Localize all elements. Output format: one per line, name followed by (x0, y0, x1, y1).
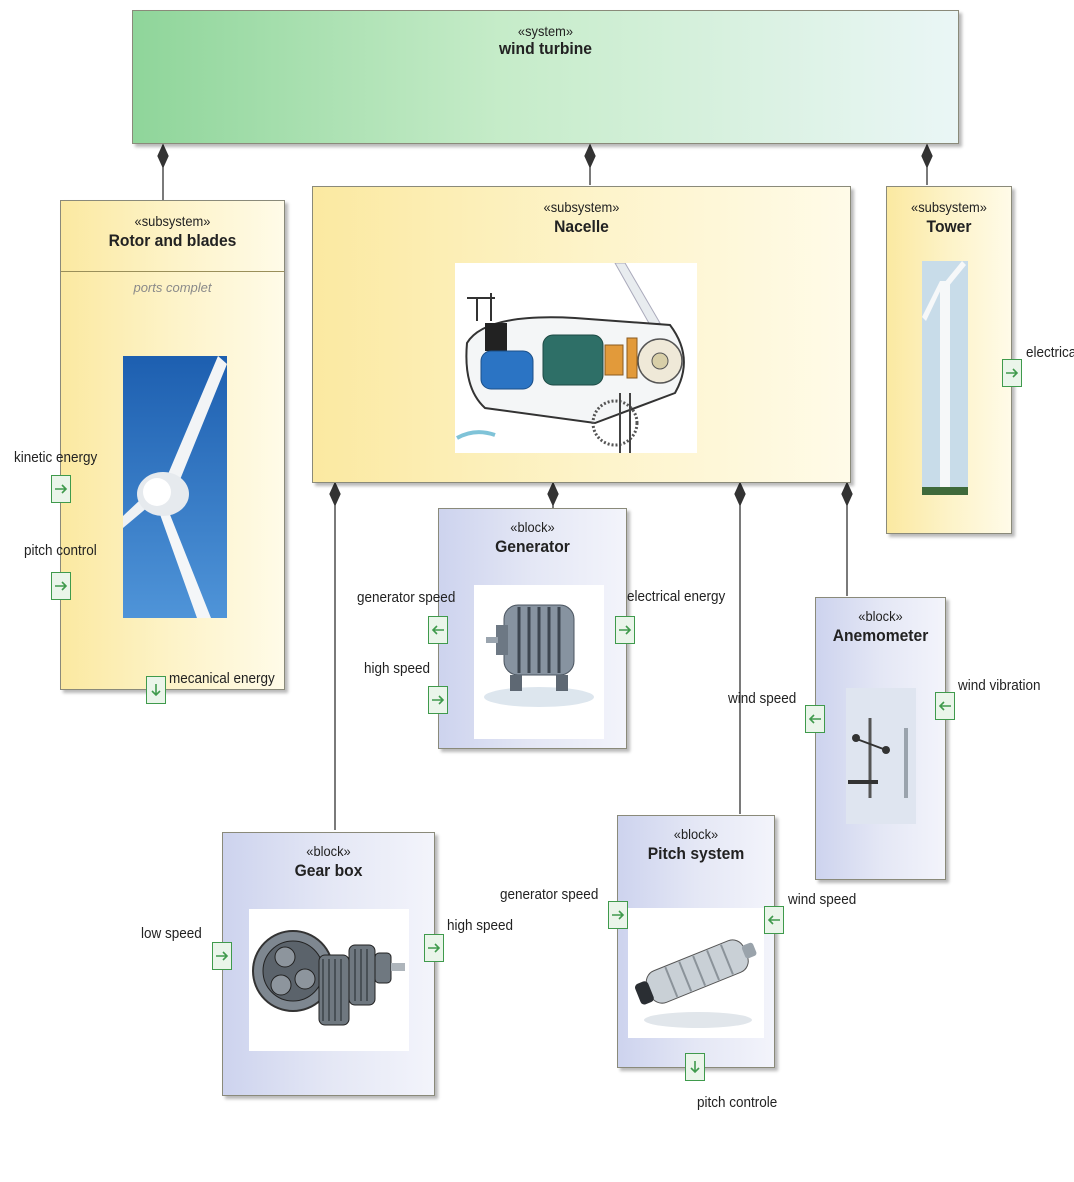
rotor-port-pitch[interactable] (51, 572, 71, 600)
gearbox-image (249, 909, 409, 1051)
arrow-right-icon (55, 484, 68, 494)
tower-port-electrical-label: electrica (1026, 344, 1074, 361)
arrow-right-icon (612, 910, 625, 920)
rotor-header: «subsystem» Rotor and blades (61, 201, 284, 272)
pitch-stereotype: «block» (673, 826, 719, 842)
pitch-port-gen-speed[interactable] (608, 901, 628, 929)
rotor-stereotype: «subsystem» (134, 213, 211, 229)
system-name: wind turbine (499, 39, 592, 58)
arrow-right-icon (216, 951, 229, 961)
arrow-down-icon (151, 684, 161, 697)
arrow-left-icon (431, 625, 444, 635)
rotor-port-mechanical-label: mecanical energy (169, 670, 275, 687)
rotor-image (123, 356, 227, 618)
subsystem-tower[interactable]: «subsystem» Tower (886, 186, 1012, 534)
arrow-down-icon (690, 1061, 700, 1074)
anemometer-name: Anemometer (832, 626, 929, 645)
connector-nacelle-pitch-diamond (734, 481, 746, 507)
connector-system-tower-diamond (921, 143, 933, 169)
generator-port-high-label: high speed (364, 660, 431, 677)
tower-stereotype: «subsystem» (911, 199, 987, 215)
anemometer-port-wind-speed-label: wind speed (728, 690, 797, 707)
gearbox-name: Gear box (294, 861, 363, 880)
generator-port-high[interactable] (428, 686, 448, 714)
generator-stereotype: «block» (510, 519, 555, 535)
subsystem-nacelle[interactable]: «subsystem» Nacelle (312, 186, 851, 483)
arrow-right-icon (55, 581, 68, 591)
generator-port-electrical-label: electrical energy (627, 588, 726, 605)
connector-system-nacelle-diamond (584, 143, 596, 169)
rotor-compartment-label: ports complet (133, 280, 212, 295)
gearbox-port-low[interactable] (212, 942, 232, 970)
rotor-port-mechanical[interactable] (146, 676, 166, 704)
connector-nacelle-generator-diamond (547, 481, 559, 507)
arrow-left-icon (808, 714, 821, 724)
nacelle-name: Nacelle (554, 217, 609, 236)
subsystem-rotor-and-blades[interactable]: «subsystem» Rotor and blades ports compl… (60, 200, 285, 690)
block-generator[interactable]: «block» Generator (438, 508, 627, 749)
pitch-name: Pitch system (647, 844, 745, 863)
tower-image (922, 261, 968, 495)
generator-name: Generator (495, 537, 570, 556)
arrow-right-icon (432, 695, 445, 705)
arrow-left-icon (938, 701, 951, 711)
pitch-port-controle[interactable] (685, 1053, 705, 1081)
gearbox-stereotype: «block» (306, 843, 351, 859)
gearbox-port-high-label: high speed (447, 917, 514, 934)
pitch-image (628, 908, 764, 1038)
arrow-right-icon (619, 625, 632, 635)
arrow-right-icon (428, 943, 441, 953)
tower-name: Tower (926, 217, 972, 236)
generator-port-speed-label: generator speed (357, 589, 456, 606)
block-pitch-system[interactable]: «block» Pitch system (617, 815, 775, 1068)
connector-system-rotor-diamond (157, 143, 169, 169)
system-stereotype: «system» (517, 23, 574, 39)
anemometer-port-vibration-label: wind vibration (958, 677, 1041, 694)
nacelle-image (455, 263, 697, 453)
rotor-port-pitch-label: pitch control (24, 542, 97, 559)
pitch-port-wind-speed-label: wind speed (788, 891, 857, 908)
tower-port-electrical[interactable] (1002, 359, 1022, 387)
pitch-port-controle-label: pitch controle (697, 1094, 778, 1111)
anemometer-stereotype: «block» (858, 608, 903, 624)
generator-port-electrical[interactable] (615, 616, 635, 644)
rotor-name: Rotor and blades (108, 231, 237, 250)
generator-port-speed[interactable] (428, 616, 448, 644)
arrow-left-icon (767, 915, 780, 925)
arrow-right-icon (1006, 368, 1019, 378)
anemometer-port-wind-speed[interactable] (805, 705, 825, 733)
connector-nacelle-gearbox-diamond (329, 481, 341, 507)
anemometer-port-vibration[interactable] (935, 692, 955, 720)
block-anemometer[interactable]: «block» Anemometer (815, 597, 946, 880)
nacelle-stereotype: «subsystem» (543, 199, 620, 215)
gearbox-port-high[interactable] (424, 934, 444, 962)
rotor-port-kinetic[interactable] (51, 475, 71, 503)
rotor-port-kinetic-label: kinetic energy (14, 449, 98, 466)
system-wind-turbine[interactable]: «system» wind turbine (132, 10, 959, 144)
generator-image (474, 585, 604, 739)
connector-nacelle-anemometer-diamond (841, 481, 853, 507)
pitch-port-gen-speed-label: generator speed (500, 886, 599, 903)
block-gear-box[interactable]: «block» Gear box (222, 832, 435, 1096)
gearbox-port-low-label: low speed (141, 925, 202, 942)
anemometer-image (846, 688, 916, 824)
pitch-port-wind-speed[interactable] (764, 906, 784, 934)
